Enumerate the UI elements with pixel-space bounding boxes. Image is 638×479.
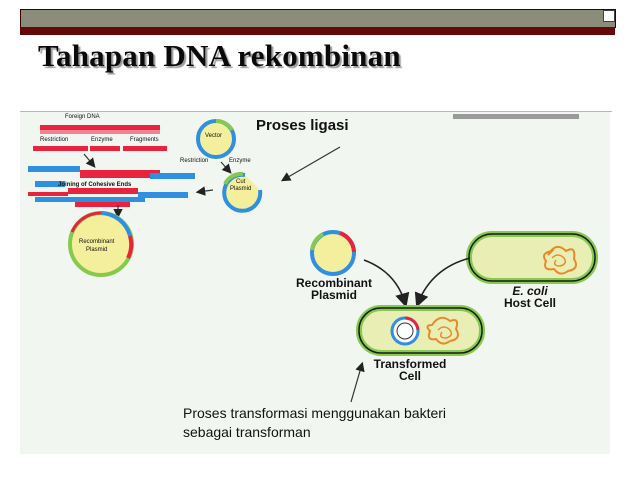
label-restriction: Restriction bbox=[40, 137, 69, 143]
caption-line2: sebagai transforman bbox=[183, 424, 311, 440]
label-transformed-line1: Transformed bbox=[373, 357, 447, 371]
figure-top-line bbox=[20, 111, 612, 112]
slide-accent-band bbox=[20, 27, 615, 35]
label-proses-ligasi: Proses ligasi bbox=[256, 117, 349, 134]
recombinant-plasmid-small bbox=[68, 211, 134, 277]
vector-plasmid bbox=[196, 119, 236, 159]
label-vector: Vector bbox=[205, 133, 223, 139]
caption-line1: Proses transformasi menggunakan bakteri bbox=[183, 405, 447, 421]
label-cut-plasmid-line2: Plasmid bbox=[230, 186, 252, 192]
label-joining: Joining of Cohesive Ends bbox=[58, 182, 132, 188]
label-recombinant-plasmid: Recombinant Plasmid bbox=[294, 277, 374, 301]
figure-gray-bar bbox=[453, 114, 579, 119]
label-recombinant-small-line1: Recombinant bbox=[79, 239, 115, 245]
label-recombinant-small: Recombinant Plasmid bbox=[79, 238, 114, 254]
label-enzyme: Enzyme bbox=[91, 137, 113, 143]
label-recombinant-small-line2: Plasmid bbox=[86, 247, 108, 253]
label-recombinant-line2: Plasmid bbox=[310, 288, 358, 302]
label-recombinant-line1: Recombinant bbox=[295, 276, 372, 290]
recombinant-plasmid bbox=[310, 230, 356, 276]
ecoli-host-cell bbox=[466, 231, 598, 284]
corner-square bbox=[603, 10, 615, 22]
label-fragments: Fragments bbox=[130, 137, 159, 143]
label-transformed-cell: Transformed Cell bbox=[370, 358, 450, 382]
slide-title: Tahapan DNA rekombinan bbox=[38, 38, 401, 73]
foreign-dna-strands bbox=[28, 125, 195, 219]
cut-plasmid bbox=[222, 171, 263, 213]
label-ecoli-host: E. coli Host Cell bbox=[495, 285, 565, 309]
transformed-cell bbox=[356, 305, 485, 356]
label-restriction-vector: Restriction bbox=[180, 158, 209, 164]
label-transformed-line2: Cell bbox=[398, 369, 421, 383]
label-cut-plasmid-line1: Cut bbox=[236, 179, 246, 185]
label-enzyme-vector: Enzyme bbox=[229, 158, 251, 164]
label-host-cell: Host Cell bbox=[503, 296, 556, 310]
label-cut-plasmid: Cut Plasmid bbox=[230, 179, 251, 193]
label-ecoli: E. coli bbox=[512, 284, 548, 298]
label-foreign-dna: Foreign DNA bbox=[65, 114, 100, 120]
caption: Proses transformasi menggunakan bakteri … bbox=[183, 404, 446, 442]
